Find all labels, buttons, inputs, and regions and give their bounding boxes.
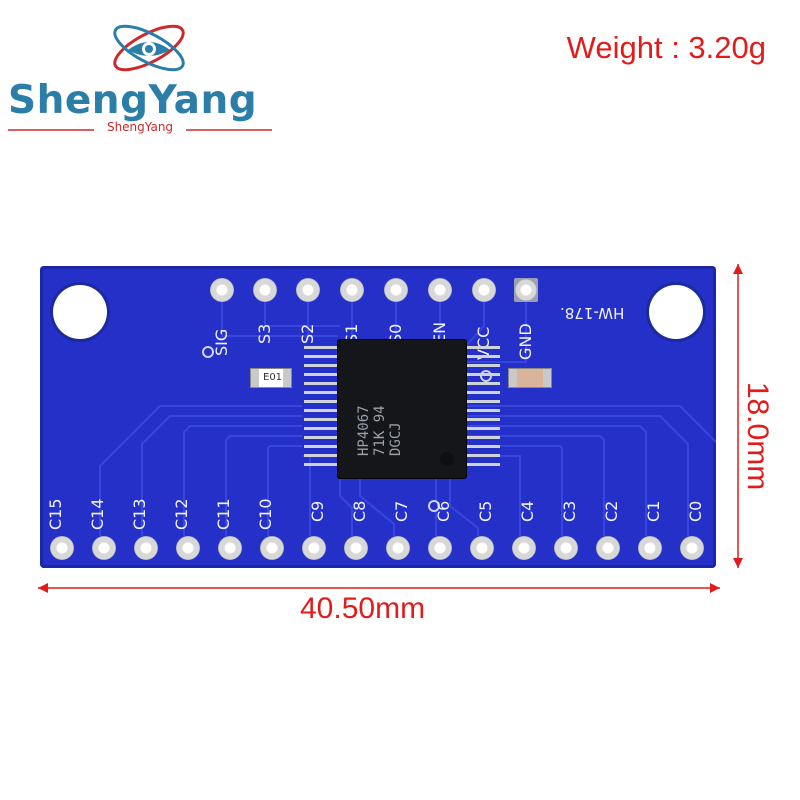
brand-logo: ShengYang ShengYang (8, 16, 278, 136)
chip-marking-line3: DGCJ (388, 422, 404, 456)
label-gnd: GND (516, 323, 535, 360)
brand-tagline: ShengYang (106, 120, 174, 134)
via (480, 370, 492, 382)
via (428, 500, 440, 512)
mounting-hole-right (649, 285, 703, 339)
pcb-board: SIG S3 S2 S1 S0 EN VCC GND HW-178. E01 (40, 266, 716, 568)
pad-c7 (386, 536, 410, 560)
weight-label: Weight : 3.20g (566, 30, 766, 65)
brand-underline (8, 129, 272, 131)
multiplexer-chip: HP4067 71K 94 DGCJ (338, 340, 466, 478)
chip-marking: HP4067 71K 94 DGCJ (356, 352, 404, 456)
pad-vcc (472, 278, 496, 302)
chip-marking-line1: HP4067 (356, 405, 372, 456)
pad-en (428, 278, 452, 302)
label-c1: C1 (644, 500, 663, 522)
resistor: E01 (250, 368, 292, 388)
label-c0: C0 (686, 500, 705, 522)
pad-c1 (638, 536, 662, 560)
brand-name: ShengYang (8, 78, 258, 123)
chip-pin1-dot (440, 452, 454, 466)
label-c2: C2 (602, 500, 621, 522)
pad-c4 (512, 536, 536, 560)
pad-c15 (50, 536, 74, 560)
pad-c8 (344, 536, 368, 560)
pad-c10 (260, 536, 284, 560)
label-c11: C11 (214, 498, 233, 530)
pad-s1 (340, 278, 364, 302)
pad-sig (210, 278, 234, 302)
pad-c9 (302, 536, 326, 560)
pad-c12 (176, 536, 200, 560)
label-c12: C12 (172, 498, 191, 530)
pad-c3 (554, 536, 578, 560)
pad-c5 (470, 536, 494, 560)
height-dimension-label: 18.0mm (737, 356, 777, 516)
label-c13: C13 (130, 498, 149, 530)
label-c6: C6 (434, 500, 453, 522)
pad-s2 (296, 278, 320, 302)
label-c9: C9 (308, 500, 327, 522)
label-sig: SIG (212, 328, 231, 356)
pad-gnd (514, 278, 538, 302)
label-c7: C7 (392, 500, 411, 522)
label-s2: S2 (298, 323, 317, 344)
label-c8: C8 (350, 500, 369, 522)
board-model-label: HW-178. (560, 304, 625, 322)
pad-c0 (680, 536, 704, 560)
pad-c6 (428, 536, 452, 560)
label-c3: C3 (560, 500, 579, 522)
chip-marking-line2: 71K 94 (372, 405, 388, 456)
resistor-label: E01 (263, 372, 283, 383)
pad-c14 (92, 536, 116, 560)
label-c5: C5 (476, 500, 495, 522)
label-c4: C4 (518, 500, 537, 522)
mounting-hole-left (53, 285, 107, 339)
height-dimension-text: 18.0mm (741, 381, 774, 491)
label-s3: S3 (255, 323, 274, 344)
label-c14: C14 (88, 498, 107, 530)
pad-s0 (384, 278, 408, 302)
eye-logo-icon (113, 24, 185, 72)
pad-s3 (253, 278, 277, 302)
pad-c2 (596, 536, 620, 560)
width-dimension-label: 40.50mm (300, 592, 426, 625)
pad-c13 (134, 536, 158, 560)
via (202, 346, 214, 358)
capacitor (508, 368, 552, 388)
label-c10: C10 (256, 498, 275, 530)
label-c15: C15 (46, 498, 65, 530)
pad-c11 (218, 536, 242, 560)
